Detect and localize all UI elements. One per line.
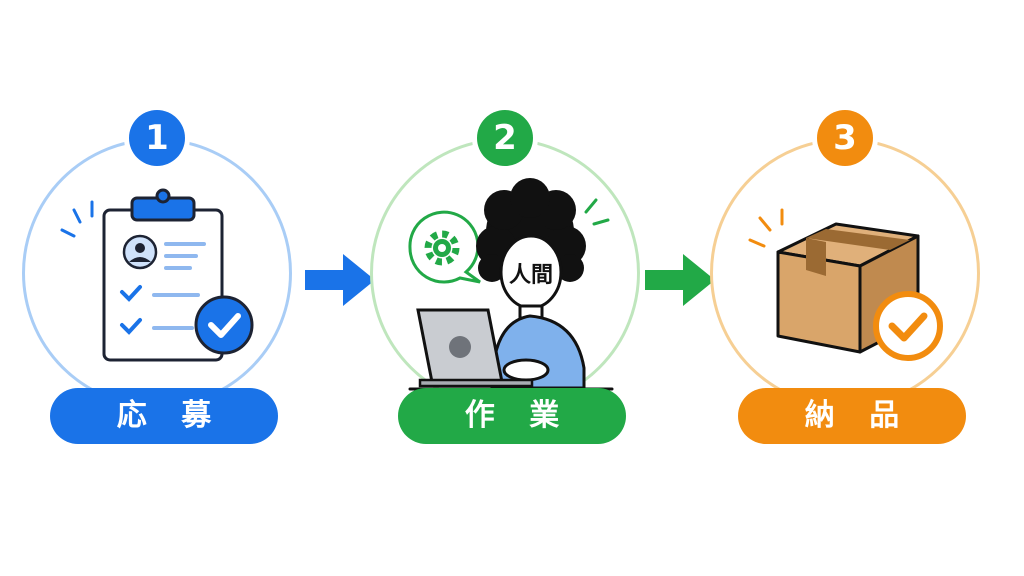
person-laptop-icon: 人間: [408, 178, 614, 391]
step-label-deliver: 納 品: [738, 388, 966, 444]
arrow-right-icon: [305, 254, 375, 306]
step-number-badge: 1: [129, 110, 185, 166]
step-number-badge: 2: [477, 110, 533, 166]
step-work: 2: [365, 110, 655, 450]
step-label-work: 作 業: [398, 388, 626, 444]
gear-speech-bubble-icon: [408, 210, 481, 284]
step-apply: 1: [17, 110, 307, 450]
clipboard-check-icon: [60, 188, 254, 362]
arrow-right-icon: [645, 254, 715, 306]
step-number-badge: 3: [817, 110, 873, 166]
box-check-icon: [748, 208, 943, 361]
step-deliver: 3 納 品: [705, 110, 995, 450]
face-label: 人間: [509, 263, 553, 288]
step-label-apply: 応 募: [50, 388, 278, 444]
